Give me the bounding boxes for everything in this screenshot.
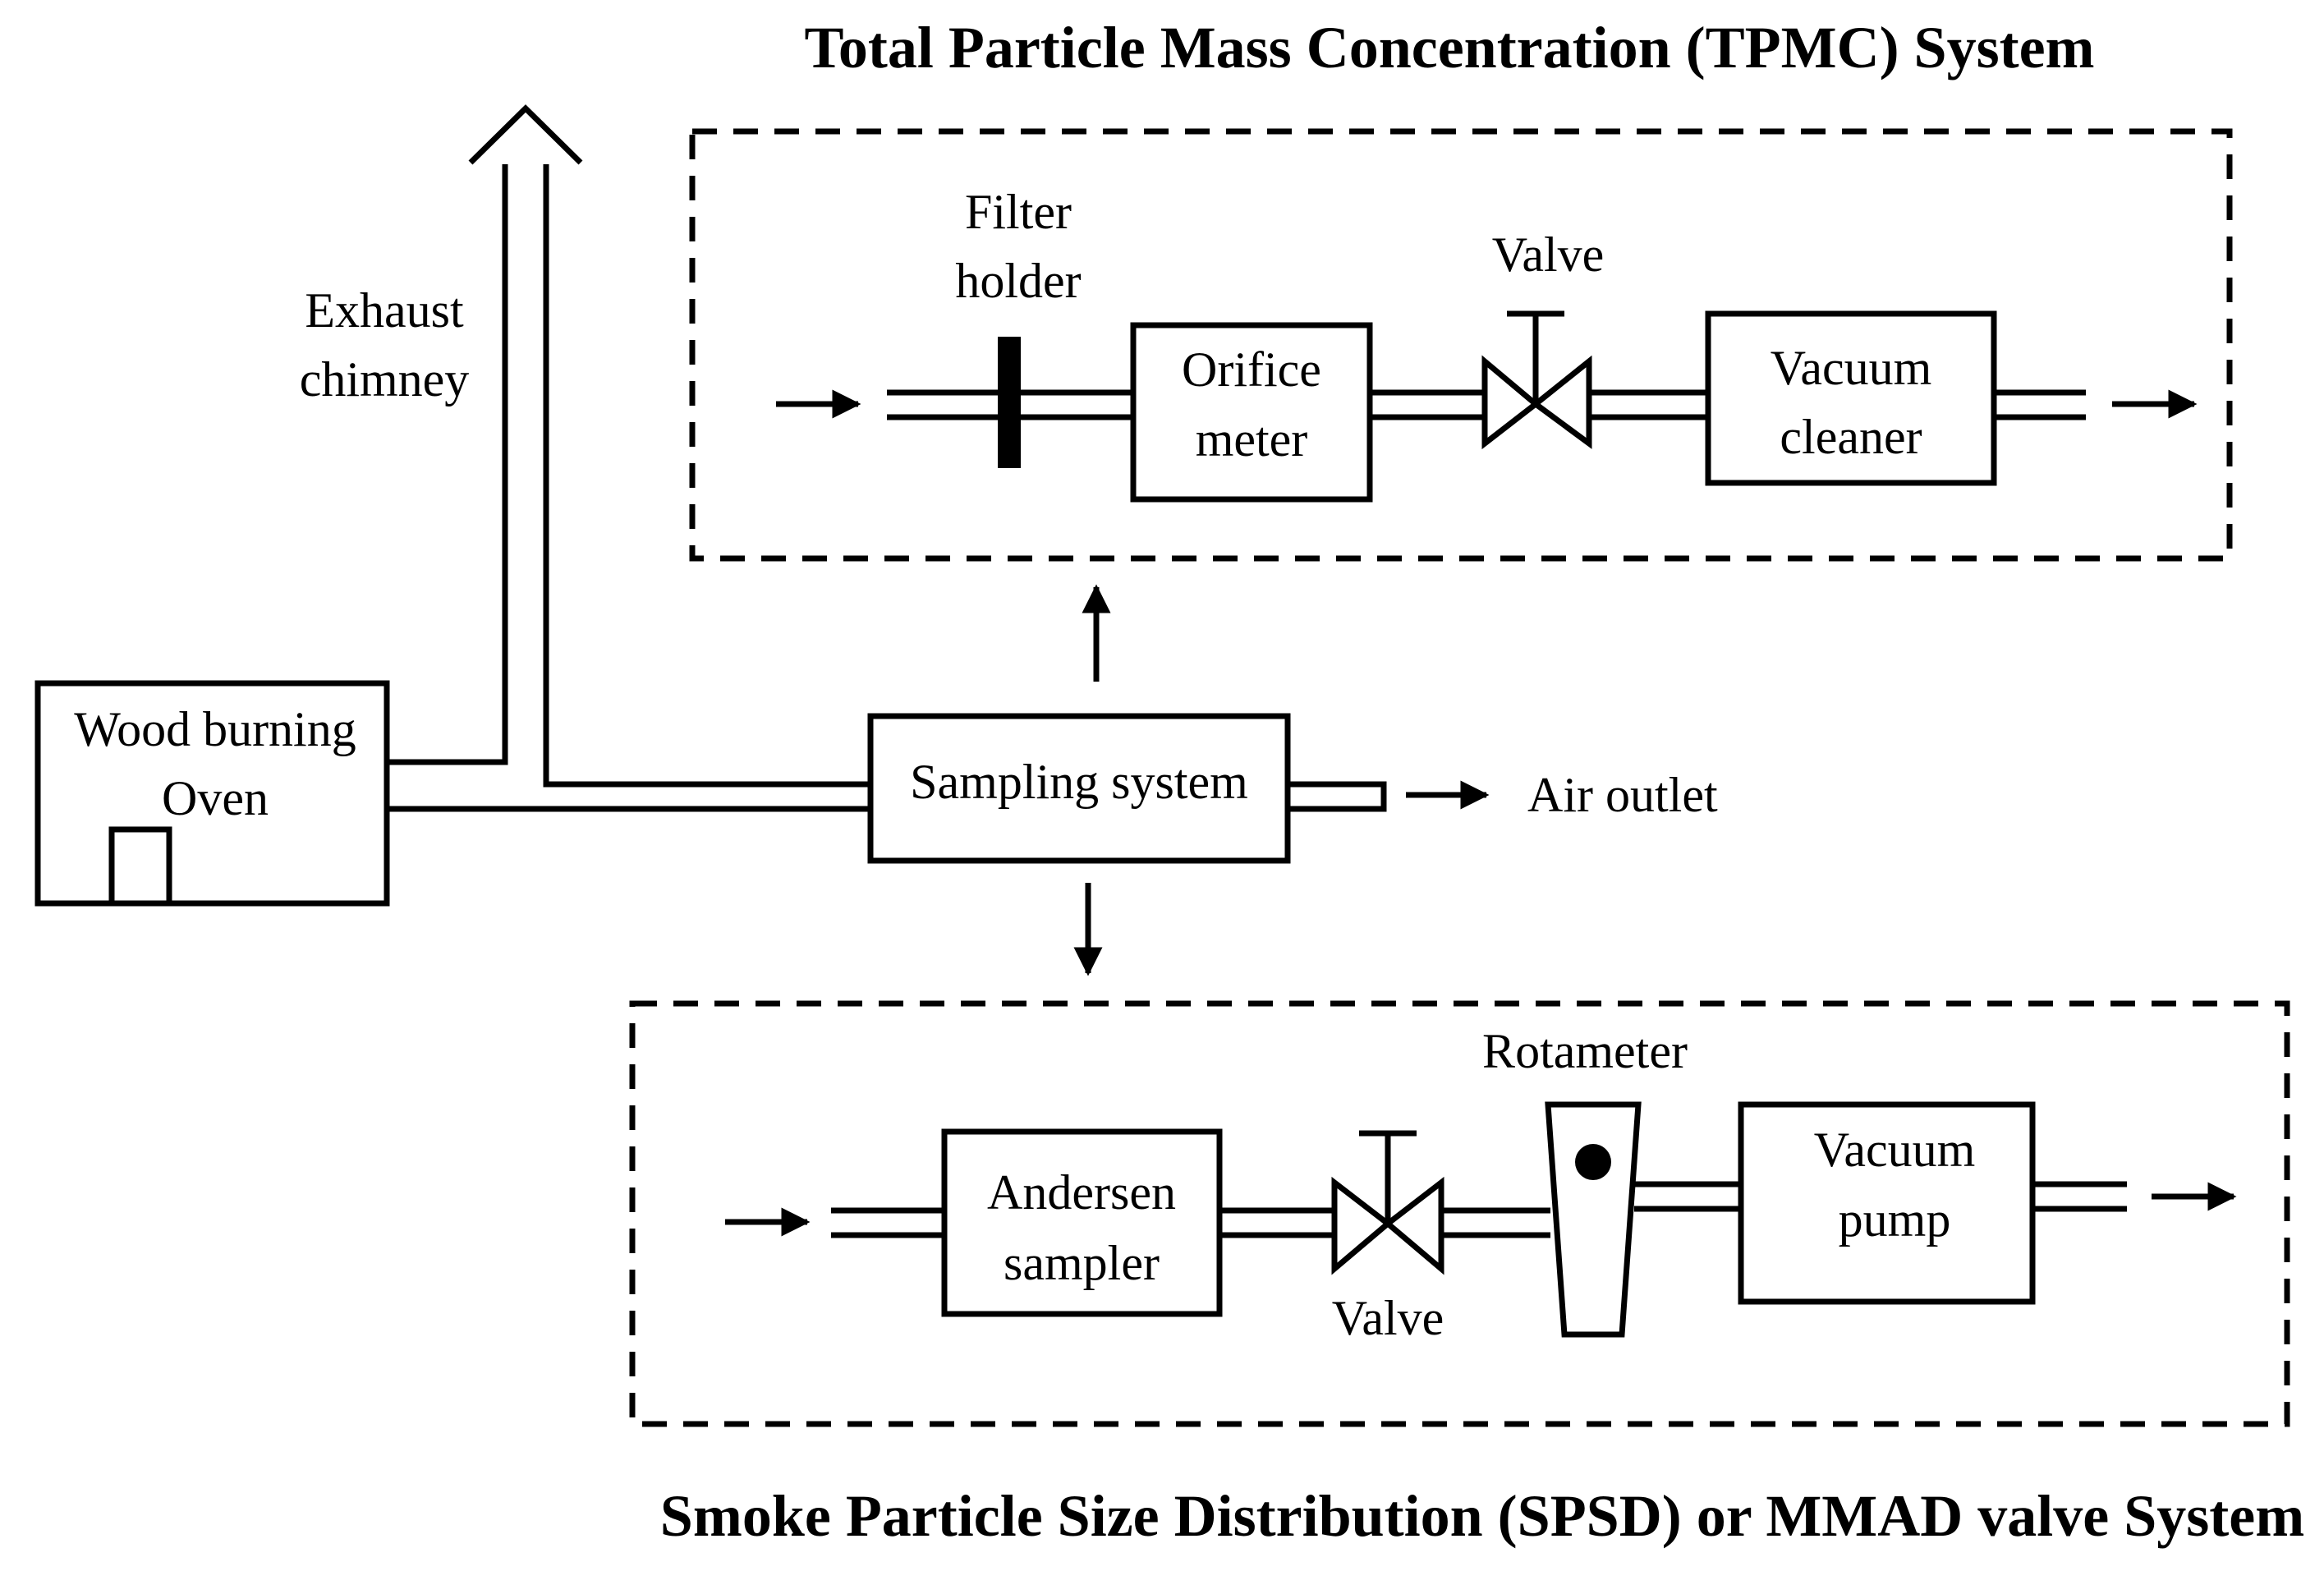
chimney-label-line1: Exhaust (305, 283, 464, 338)
oven-label-line1: Wood burning (74, 702, 356, 756)
filter-holder-label-line1: Filter (965, 185, 1072, 239)
orifice-meter-label-line1: Orifice (1182, 342, 1321, 397)
andersen-sampler (941, 1128, 1223, 1317)
spsd-system: Andersen sampler Valve Rotameter Vacuum … (629, 1000, 2290, 1427)
tpmc-valve (1481, 310, 1592, 450)
tpmc-valve-label: Valve (1492, 227, 1605, 282)
spsd-valve (1331, 1130, 1444, 1275)
andersen-sampler-label-line1: Andersen (987, 1165, 1176, 1220)
vacuum-pump-label-line1: Vacuum (1814, 1123, 1976, 1177)
chimney-label-line2: chimney (300, 352, 470, 407)
air-outlet-label: Air outlet (1527, 768, 1718, 822)
oven-label-line2: Oven (162, 771, 269, 825)
vacuum-cleaner (1705, 310, 1997, 486)
tpmc-system: Filter holder Orifice meter Valve Vacuum… (689, 128, 2233, 562)
andersen-sampler-label-line2: sampler (1004, 1236, 1160, 1290)
wood-burning-oven: Wood burning Oven (34, 680, 390, 907)
orifice-meter-label-line2: meter (1196, 412, 1308, 466)
filter-holder-label-line2: holder (955, 254, 1081, 308)
exhaust-chimney: Exhaust chimney (300, 104, 870, 788)
rotameter (1545, 1101, 1642, 1338)
tpmc-title: Total Particle Mass Concentration (TPMC)… (804, 15, 2094, 80)
spsd-valve-label: Valve (1332, 1291, 1444, 1345)
sampling-system-label: Sampling system (910, 755, 1248, 809)
oven-outlet-pipe (384, 806, 870, 903)
vacuum-pump-label-line2: pump (1839, 1192, 1951, 1247)
filter-holder (998, 337, 1021, 468)
sampling-system: Sampling system Air outlet (867, 584, 1718, 976)
spsd-title: Smoke Particle Size Distribution (SPSD) … (660, 1483, 2304, 1549)
rotameter-label: Rotameter (1482, 1024, 1688, 1078)
vacuum-pump (1738, 1101, 2036, 1305)
orifice-meter (1130, 322, 1373, 503)
vacuum-cleaner-label-line2: cleaner (1780, 410, 1922, 464)
vacuum-cleaner-label-line1: Vacuum (1771, 341, 1932, 395)
